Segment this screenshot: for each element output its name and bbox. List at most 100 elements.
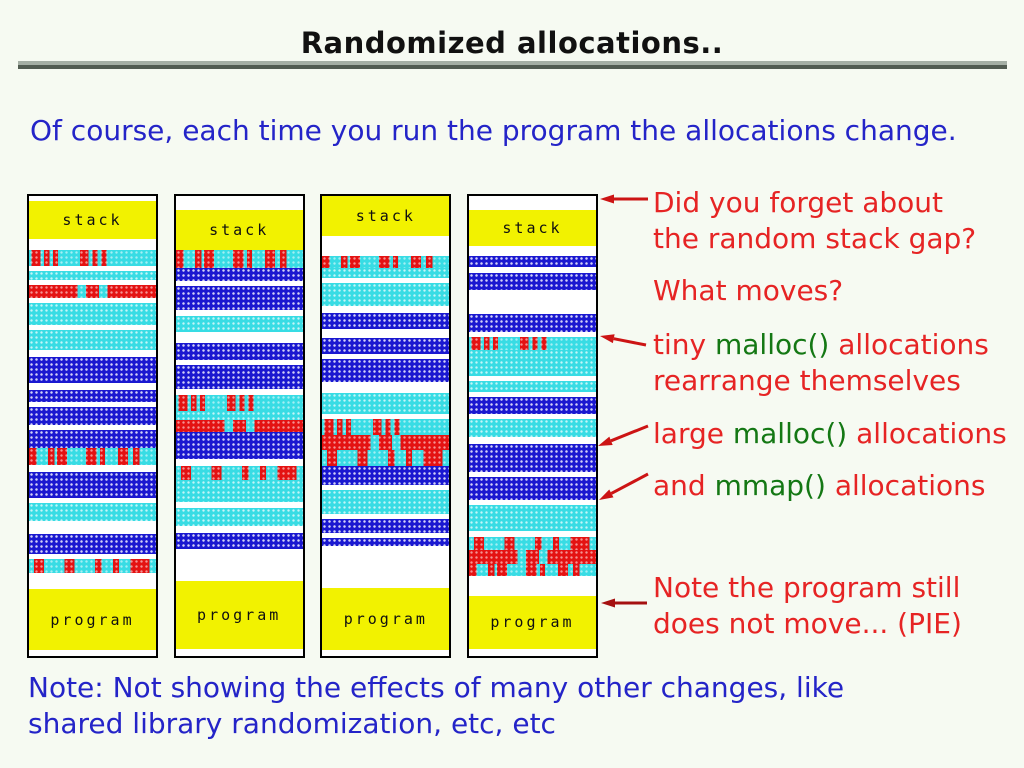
annotation-text: allocations bbox=[829, 328, 989, 361]
band-gap bbox=[29, 297, 156, 303]
annotation-line: and mmap() allocations bbox=[653, 468, 985, 504]
band-gap bbox=[468, 196, 596, 210]
band-gap bbox=[322, 305, 450, 314]
band-navy bbox=[29, 406, 156, 425]
band-gap bbox=[322, 413, 450, 420]
band-cyan bbox=[322, 267, 450, 279]
band-gap bbox=[29, 497, 156, 503]
band-gap bbox=[175, 649, 303, 656]
band-gap bbox=[468, 437, 596, 445]
band-gap bbox=[29, 520, 156, 534]
band-cyan bbox=[468, 505, 596, 532]
band-navy bbox=[322, 313, 450, 330]
arrow-head-pie bbox=[601, 598, 615, 608]
band-gap bbox=[322, 353, 450, 359]
band-gap bbox=[29, 649, 156, 656]
annotation-text: malloc() bbox=[732, 417, 848, 450]
band-gap bbox=[322, 382, 450, 393]
band-cyan bbox=[322, 282, 450, 306]
band-gap bbox=[322, 236, 450, 257]
band-gap bbox=[322, 546, 450, 589]
band-navy bbox=[175, 365, 303, 390]
band-gap bbox=[468, 576, 596, 597]
band-cyan bbox=[29, 330, 156, 351]
band-navy bbox=[29, 430, 156, 449]
band-gap bbox=[322, 278, 450, 283]
band-gap bbox=[175, 502, 303, 508]
band-cyan bbox=[175, 315, 303, 333]
annotation-text: Did you forget about bbox=[653, 186, 944, 219]
band-cyan bbox=[322, 489, 450, 515]
annotation-line: large malloc() allocations bbox=[653, 416, 1007, 452]
band-navy bbox=[175, 533, 303, 550]
band-cyan bbox=[175, 480, 303, 503]
band-program: program bbox=[322, 588, 450, 650]
annotation-text: Note the program still bbox=[653, 571, 961, 604]
band-tiny2 bbox=[175, 249, 303, 269]
annotation-text: malloc() bbox=[714, 328, 830, 361]
band-navy bbox=[175, 268, 303, 281]
band-cyan bbox=[468, 419, 596, 437]
annotation-line: What moves? bbox=[653, 273, 843, 309]
band-navy bbox=[468, 444, 596, 472]
band-cyan bbox=[468, 381, 596, 392]
annotation-line: rearrange themselves bbox=[653, 363, 989, 399]
band-navy bbox=[29, 533, 156, 555]
band-stack: stack bbox=[468, 209, 596, 247]
band-tiny2 bbox=[468, 563, 596, 577]
band-gap bbox=[175, 196, 303, 211]
annotation-text: the random stack gap? bbox=[653, 222, 977, 255]
band-red bbox=[468, 550, 596, 564]
arrow-line-mmap bbox=[610, 472, 649, 495]
annotation-line: Note the program still bbox=[653, 570, 962, 606]
title-divider bbox=[18, 61, 1007, 69]
band-cyan bbox=[322, 392, 450, 414]
band-gap bbox=[29, 382, 156, 390]
band-gap bbox=[322, 329, 450, 338]
band-navy bbox=[322, 465, 450, 485]
band-cyan bbox=[175, 411, 303, 420]
band-program: program bbox=[175, 581, 303, 650]
memory-map-run-2: stack program bbox=[173, 194, 305, 658]
band-navy bbox=[322, 358, 450, 383]
band-navy bbox=[468, 255, 596, 268]
band-navy bbox=[468, 476, 596, 500]
band-gap bbox=[468, 471, 596, 477]
band-navy bbox=[175, 343, 303, 360]
band-navy bbox=[322, 337, 450, 354]
band-navy bbox=[322, 537, 450, 546]
band-gap bbox=[322, 484, 450, 490]
band-gap bbox=[29, 554, 156, 560]
annotation-mmap: and mmap() allocations bbox=[653, 468, 985, 504]
band-cyan bbox=[175, 507, 303, 527]
band-gap bbox=[29, 239, 156, 251]
band-red bbox=[175, 419, 303, 433]
band-cyan bbox=[29, 302, 156, 326]
band-tiny1 bbox=[468, 337, 596, 351]
band-gap bbox=[175, 389, 303, 395]
band-gap bbox=[468, 332, 596, 338]
band-stack: stack bbox=[175, 210, 303, 250]
band-tiny2 bbox=[29, 448, 156, 466]
intro-text: Of course, each time you run the program… bbox=[30, 114, 957, 147]
band-navy bbox=[468, 397, 596, 414]
band-gap bbox=[468, 290, 596, 315]
annotation-text: What moves? bbox=[653, 274, 844, 307]
band-gap bbox=[468, 267, 596, 273]
footnote-text: Note: Not showing the effects of many ot… bbox=[28, 671, 845, 740]
band-stack: stack bbox=[29, 201, 156, 240]
band-gap bbox=[29, 350, 156, 358]
band-gap bbox=[29, 279, 156, 285]
annotation-line: the random stack gap? bbox=[653, 221, 976, 257]
arrow-head-mmap bbox=[599, 489, 614, 500]
annotation-large-malloc: large malloc() allocations bbox=[653, 416, 1007, 452]
arrow-head-tiny-malloc bbox=[600, 334, 615, 344]
band-gap bbox=[29, 196, 156, 202]
band-gap bbox=[322, 533, 450, 538]
band-gap bbox=[175, 459, 303, 467]
band-gap bbox=[29, 325, 156, 331]
